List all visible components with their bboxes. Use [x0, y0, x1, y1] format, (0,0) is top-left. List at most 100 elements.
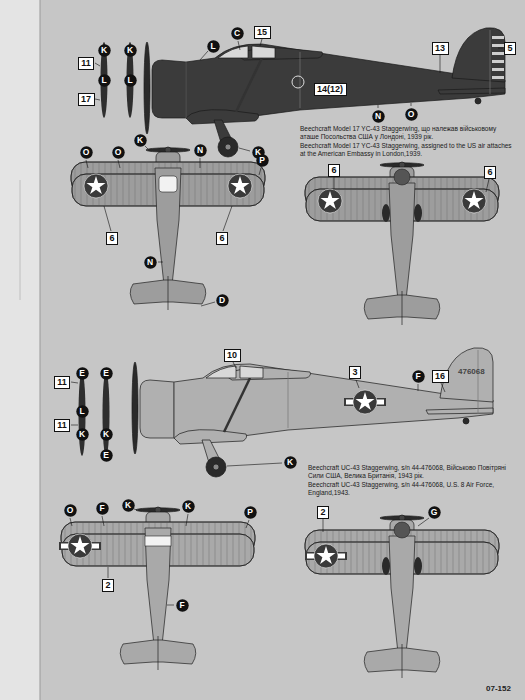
- callout-text: F: [412, 370, 425, 383]
- embassy-seal: [292, 76, 304, 88]
- leader-line: [134, 509, 137, 510]
- callout-letter: E: [76, 367, 89, 380]
- callout-text: N: [144, 256, 157, 269]
- leader-line: [145, 146, 148, 149]
- callout-number: 2: [317, 506, 329, 519]
- callout-text: 6: [331, 165, 337, 176]
- callout-text: 2: [320, 507, 326, 518]
- caption-text: Beechcraft UC-43 Staggerwing, s/n 44-476…: [308, 464, 513, 480]
- star-insignia: [318, 189, 342, 213]
- callout-circle-fill: [284, 456, 296, 468]
- propeller: [103, 372, 110, 456]
- callout-text: K: [124, 44, 137, 57]
- callout-text: O: [405, 108, 418, 121]
- callout-letter: F: [176, 599, 189, 612]
- canopy: [159, 176, 177, 192]
- callout-text: P: [256, 154, 269, 167]
- callout-text: F: [176, 599, 189, 612]
- callout-circle-fill: [76, 367, 88, 379]
- plan-top-yc43: [71, 147, 265, 310]
- leader-lines: [70, 39, 503, 605]
- callout-number: 10: [224, 349, 241, 362]
- serial-number: 476068: [458, 367, 492, 377]
- callout-number: 11: [78, 57, 94, 70]
- callout-text: K: [98, 44, 111, 57]
- callout-text: 2: [105, 580, 111, 591]
- callout-number: 11: [54, 376, 70, 389]
- leader-line: [418, 518, 429, 526]
- leader-line: [167, 605, 174, 606]
- callout-letter: K: [122, 499, 135, 512]
- leader-line: [95, 99, 100, 100]
- callout-number: 3: [349, 366, 361, 379]
- callout-text: L: [98, 74, 111, 87]
- callout-circle-fill: [122, 499, 134, 511]
- callout-circle-fill: [194, 144, 206, 156]
- callout-text: F: [96, 502, 109, 515]
- callout-text: 6: [487, 167, 493, 178]
- leader-line: [95, 63, 100, 66]
- callout-circle-fill: [100, 367, 112, 379]
- leader-line: [356, 380, 359, 388]
- plan-bottom-yc43: [305, 162, 499, 325]
- callout-number: 5: [504, 42, 516, 55]
- callout-text: 13: [435, 43, 446, 54]
- star-insignia: [462, 189, 486, 213]
- leader-line: [259, 168, 261, 175]
- page-number: 07-152: [486, 684, 522, 694]
- callout-letter: L: [207, 40, 220, 53]
- callout-number: 17: [78, 93, 95, 106]
- callout-text: 11: [81, 58, 91, 69]
- callout-circle-fill: [231, 27, 243, 39]
- callout-text: N: [194, 144, 207, 157]
- callout-text: E: [100, 449, 113, 462]
- plan-bottom-uc43: [305, 515, 499, 678]
- callout-text: 6: [109, 233, 115, 244]
- leader-line: [498, 48, 503, 49]
- callout-letter: F: [96, 502, 109, 515]
- leader-line: [104, 206, 111, 231]
- page-mark: [20, 180, 21, 300]
- callout-letter: L: [98, 74, 111, 87]
- callout-circle-fill: [144, 256, 156, 268]
- leader-line: [223, 206, 232, 231]
- page-edge: [40, 0, 41, 700]
- callout-circle-fill: [100, 428, 112, 440]
- leader-line: [441, 383, 445, 392]
- star-insignia: [228, 174, 252, 198]
- star-bar-insignia: [59, 534, 101, 558]
- callout-text: D: [216, 294, 229, 307]
- callout-letter: O: [405, 108, 418, 121]
- leader-line: [86, 160, 88, 168]
- landing-gear: [382, 169, 422, 222]
- callout-circle-fill: [76, 428, 88, 440]
- callout-text: O: [112, 146, 125, 159]
- leader-line: [418, 384, 419, 391]
- callout-circle-fill: [134, 134, 146, 146]
- callout-letter: K: [134, 134, 147, 147]
- callout-number: 6: [484, 166, 496, 179]
- leader-line: [200, 51, 208, 60]
- leader-line: [411, 103, 412, 106]
- callout-letter: F: [412, 370, 425, 383]
- callout-letter: D: [216, 294, 229, 307]
- callout-circle-fill: [372, 110, 384, 122]
- leader-line: [323, 519, 324, 532]
- callout-circle-fill: [112, 146, 124, 158]
- callout-circle-fill: [244, 506, 256, 518]
- callout-letter: O: [64, 504, 77, 517]
- callout-text: K: [284, 456, 297, 469]
- leader-line: [71, 425, 78, 426]
- callout-number: 11: [54, 419, 70, 432]
- callout-number: 6: [216, 232, 228, 245]
- leader-line: [158, 262, 163, 263]
- callout-letter: N: [194, 144, 207, 157]
- callout-text: E: [76, 367, 89, 380]
- callout-letter: K: [100, 428, 113, 441]
- callout-text: K: [122, 499, 135, 512]
- callout-text: 6: [219, 233, 225, 244]
- callout-text: O: [64, 504, 77, 517]
- callout-circle-fill: [124, 74, 136, 86]
- callout-letter: P: [256, 154, 269, 167]
